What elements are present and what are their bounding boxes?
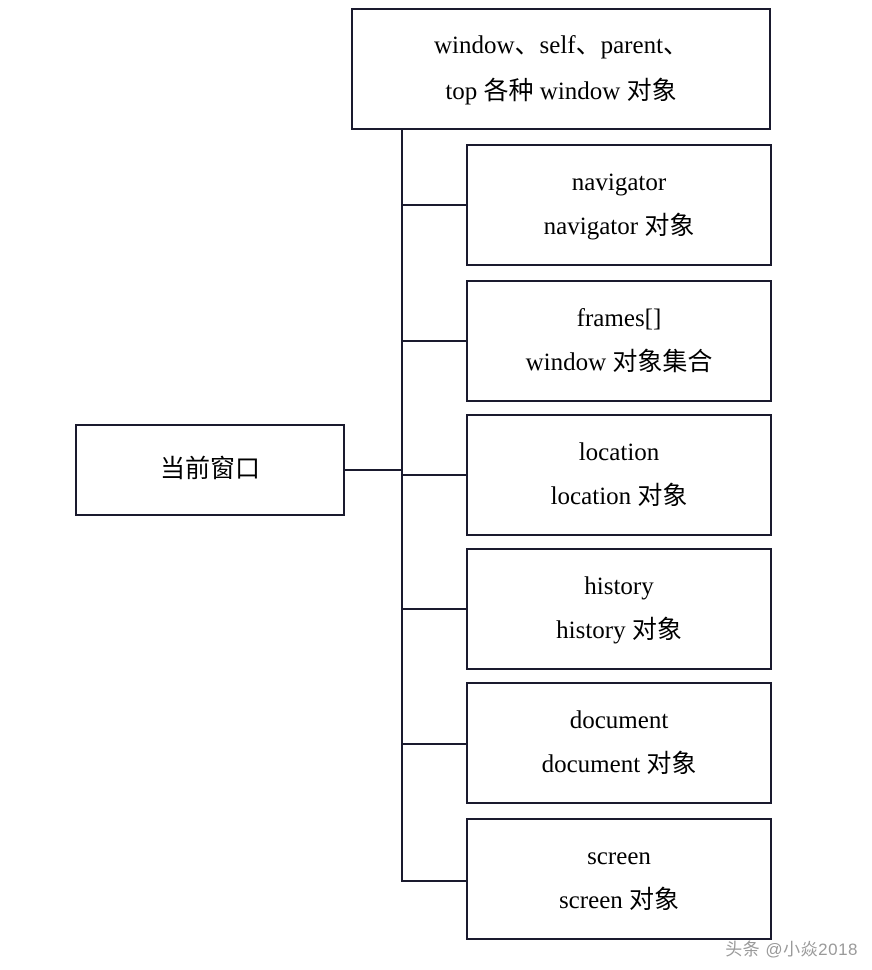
node-window-objects: window、self、parent、 top 各种 window 对象 [351, 8, 771, 130]
watermark: 头条 @小焱2018 [725, 940, 858, 959]
node-document-name: document [569, 706, 669, 734]
connector-branch-frames [401, 340, 468, 342]
node-screen-name: screen [587, 842, 651, 870]
node-document-desc: document 对象 [541, 751, 697, 778]
connector-branch-location [401, 474, 468, 476]
node-frames-desc: window 对象集合 [525, 349, 713, 376]
connector-root-to-trunk [345, 469, 403, 471]
node-screen-desc: screen 对象 [558, 887, 680, 914]
connector-branch-screen [401, 880, 468, 882]
node-location-desc: location 对象 [550, 483, 688, 510]
node-history-name: history [584, 572, 654, 600]
node-current-window: 当前窗口 [75, 424, 345, 516]
node-history: history history 对象 [466, 548, 772, 670]
connector-branch-document [401, 743, 468, 745]
node-window-objects-line1: window、self、parent、 [433, 31, 689, 59]
node-document: document document 对象 [466, 682, 772, 804]
connector-branch-history [401, 608, 468, 610]
node-frames-name: frames[] [576, 304, 662, 332]
connector-branch-navigator [401, 204, 468, 206]
node-location: location location 对象 [466, 414, 772, 536]
node-window-objects-line2: top 各种 window 对象 [445, 78, 677, 105]
node-navigator: navigator navigator 对象 [466, 144, 772, 266]
node-frames: frames[] window 对象集合 [466, 280, 772, 402]
node-location-name: location [578, 438, 660, 466]
node-current-window-label: 当前窗口 [159, 455, 260, 483]
node-navigator-name: navigator [571, 168, 667, 196]
node-screen: screen screen 对象 [466, 818, 772, 940]
connector-trunk-vertical [401, 128, 403, 882]
node-history-desc: history 对象 [556, 617, 682, 644]
node-navigator-desc: navigator 对象 [543, 213, 695, 240]
